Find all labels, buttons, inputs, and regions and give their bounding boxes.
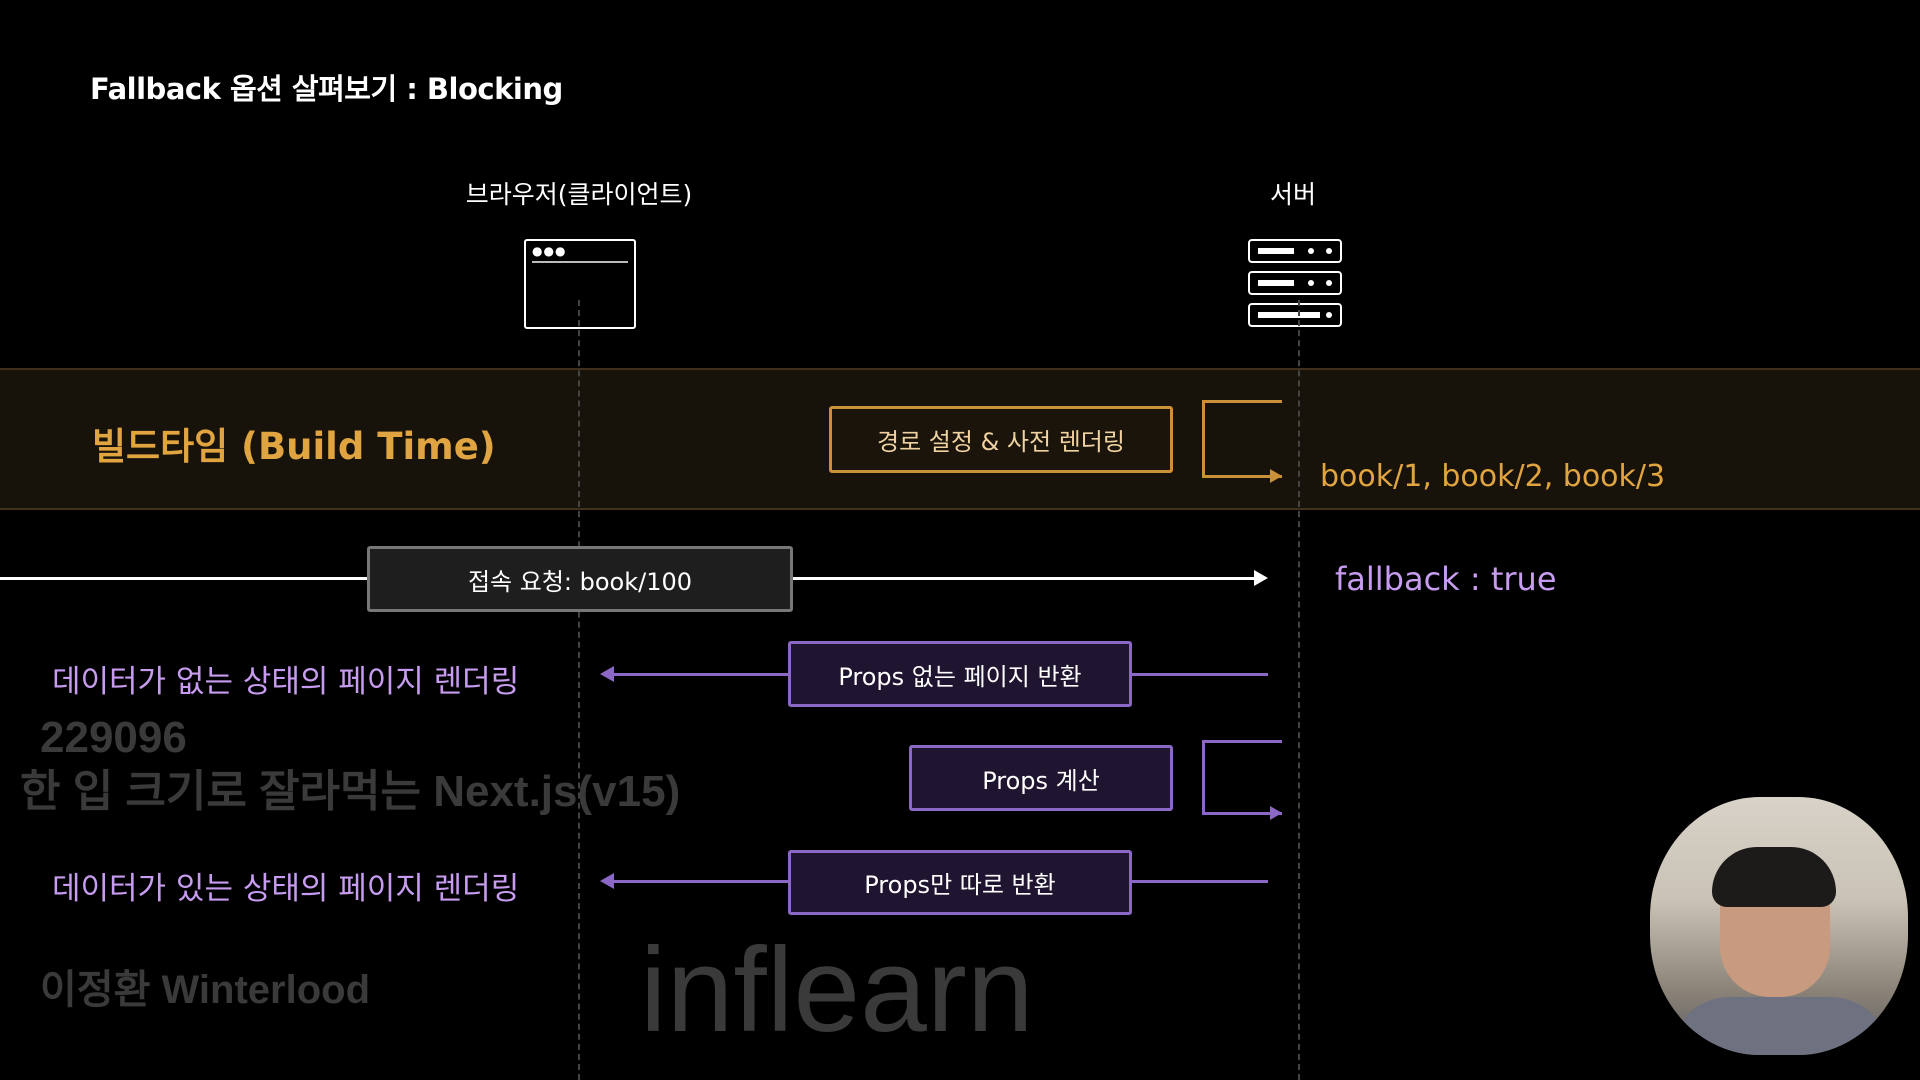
server-icon xyxy=(1248,239,1342,327)
watermark-course: 한 입 크기로 잘라먹는 Next.js(v15) xyxy=(20,767,681,816)
watermark-logo: inflearn xyxy=(640,923,1034,1057)
build-time-box: 경로 설정 & 사전 렌더링 xyxy=(829,406,1173,473)
step-label-no-data: 데이터가 없는 상태의 페이지 렌더링 xyxy=(52,664,520,700)
slide-title: Fallback 옵션 살펴보기 : Blocking xyxy=(90,72,563,106)
webcam-overlay xyxy=(1650,797,1908,1055)
server-label: 서버 xyxy=(1269,180,1317,209)
prebuilt-paths: book/1, book/2, book/3 xyxy=(1320,459,1666,494)
request-box: 접속 요청: book/100 xyxy=(367,546,793,612)
browser-window-icon: ●●● xyxy=(524,239,636,329)
compute-arrowhead-icon xyxy=(1270,806,1282,820)
watermark-author: 이정환 Winterlood xyxy=(40,968,371,1012)
props-only-box: Props만 따로 반환 xyxy=(788,850,1132,915)
browser-lifeline xyxy=(578,300,580,1080)
arrowhead-left-icon xyxy=(600,666,614,682)
arrowhead-left-icon xyxy=(600,873,614,889)
step-label-with-data: 데이터가 있는 상태의 페이지 렌더링 xyxy=(52,871,520,907)
build-arrowhead-icon xyxy=(1270,469,1282,483)
props-compute-box: Props 계산 xyxy=(909,745,1173,811)
build-time-label: 빌드타임 (Build Time) xyxy=(92,425,496,468)
server-lifeline xyxy=(1298,300,1300,1080)
build-loop-arrow xyxy=(1202,400,1282,478)
browser-label: 브라우저(클라이언트) xyxy=(465,180,693,209)
fallback-note: fallback : true xyxy=(1335,560,1557,598)
request-arrowhead-icon xyxy=(1254,570,1268,586)
watermark-id: 229096 xyxy=(40,713,187,762)
no-props-page-box: Props 없는 페이지 반환 xyxy=(788,641,1132,707)
compute-loop-arrow xyxy=(1202,740,1282,815)
